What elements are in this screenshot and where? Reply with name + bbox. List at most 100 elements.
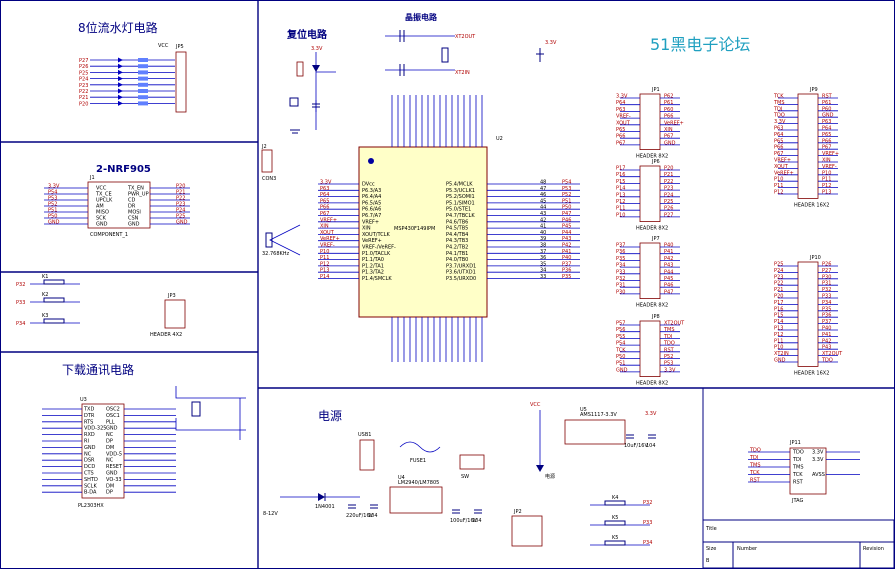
- header-net-left: P14: [616, 186, 625, 192]
- u5-part: AMS1117-3.3V: [580, 412, 617, 418]
- mcu-right-pin: P4.2/TB2: [446, 245, 468, 251]
- usb1-label: USB1: [358, 432, 371, 438]
- tb-size: Size: [706, 546, 716, 552]
- usb-pin-left: RI: [84, 439, 89, 445]
- header-net-right: XT2OUT: [822, 351, 843, 357]
- header-net-right: GND: [822, 113, 834, 119]
- mcu-right-pin: P5.3/UCLK1: [446, 188, 475, 194]
- mcu-right-pin: P5.1/SIMO1: [446, 200, 475, 206]
- mcu-left-pin: P1.2/TA1: [362, 263, 384, 269]
- header-net-left: P57: [616, 321, 625, 327]
- header-net-left: P22: [774, 281, 783, 287]
- mcu-right-pin: P4.1/TB1: [446, 251, 468, 257]
- led-resistor: [138, 82, 148, 87]
- key-label: K5: [612, 535, 618, 541]
- usb-pin-right: DP: [106, 490, 113, 496]
- mcu-left-net: VeREF+: [320, 236, 340, 242]
- nrf-net-left: 3.3V: [48, 184, 60, 190]
- nrf-net-right: P20: [176, 184, 185, 190]
- usb-pin-left: B-DA: [84, 490, 97, 496]
- mcu-right-num: 34: [540, 268, 546, 274]
- nrf-net-right: GND: [176, 220, 188, 226]
- jtag-pin: TDO: [792, 450, 804, 456]
- header-net-right: P40: [664, 243, 673, 249]
- mcu-left-pin: P1.1/TA0: [362, 257, 384, 263]
- header-net-left: P51: [616, 361, 625, 367]
- nrf-net-left: P50: [48, 214, 57, 220]
- header-net-left: GND: [616, 367, 628, 373]
- header-net-left: P11: [774, 338, 783, 344]
- header-net-right: P34: [822, 300, 831, 306]
- mcu-left-net: P65: [320, 198, 329, 204]
- svg-text:CON3: CON3: [262, 176, 276, 182]
- header-net-left: P12: [774, 190, 783, 196]
- header-net-left: P15: [774, 313, 783, 319]
- header-net-left: P64: [616, 100, 625, 106]
- header-net-right: P52: [664, 354, 673, 360]
- led-net: P20: [79, 101, 88, 107]
- nrf-part: COMPONENT_1: [90, 232, 128, 238]
- nrf-net-left: P53: [48, 196, 57, 202]
- header-net-right: P66: [822, 138, 831, 144]
- svg-text:JP10: JP10: [809, 255, 821, 261]
- mcu-right-net: P41: [562, 249, 571, 255]
- mcu-right-net: P46: [562, 217, 571, 223]
- header-net-right: RST: [822, 94, 833, 100]
- nrf-net-left: GND: [48, 220, 60, 226]
- header-net-left: P17: [616, 166, 625, 172]
- usb-pin-right: OSC1: [106, 413, 120, 419]
- tb-number: Number: [737, 546, 758, 552]
- header-net-left: P50: [616, 354, 625, 360]
- nrf-net-right: P22: [176, 196, 185, 202]
- nrf-pin-left: UPCLK: [96, 198, 113, 204]
- mcu-right-num: 46: [540, 192, 546, 198]
- header-net-right: P62: [664, 94, 673, 100]
- header-net-right: 3.3V: [664, 367, 676, 373]
- header-net-right: P43: [822, 345, 831, 351]
- jtag-pin: RST: [793, 480, 804, 486]
- usb-pin-right: GND: [106, 426, 118, 432]
- mcu-left-pin: P6.3/A3: [362, 188, 381, 194]
- led-diode: [118, 82, 123, 88]
- mcu-right-net: P45: [562, 224, 571, 230]
- header-net-left: P11: [774, 183, 783, 189]
- mcu-ref: U2: [496, 136, 503, 142]
- header-net-right: P46: [664, 283, 673, 289]
- mcu-u2: MSP430F149IPM U2 DVcc3.3VP6.3/A3P63P6.4/…: [318, 95, 580, 362]
- usb-pin-left: NC: [84, 451, 92, 457]
- header-net-left: P32: [616, 276, 625, 282]
- header-net-left: 3.3V: [616, 94, 628, 100]
- header-net-left: P24: [774, 268, 783, 274]
- header-net-right: P27: [664, 212, 673, 218]
- header-net-left: P65: [616, 127, 625, 133]
- mcu-right-num: 37: [540, 249, 546, 255]
- led-diode: [118, 63, 123, 69]
- mcu-right-net: P44: [562, 230, 571, 236]
- nrf-ref: J1: [89, 175, 95, 181]
- jtag-net: TDO: [749, 448, 761, 454]
- led-resistor: [138, 89, 148, 93]
- usb-pin-right: DM: [106, 445, 114, 451]
- header-net-right: P67: [664, 134, 673, 140]
- mcu-left-net: P14: [320, 274, 329, 280]
- svg-text:HEADER 16X2: HEADER 16X2: [794, 202, 829, 208]
- mcu-right-pin: P3.6/UTXD1: [446, 270, 476, 276]
- svg-text:32.768KHz: 32.768KHz: [262, 251, 290, 257]
- mcu-right-pin: P4.4/TB4: [446, 232, 468, 238]
- mcu-left-net: P10: [320, 249, 329, 255]
- header-net-right: P13: [822, 190, 831, 196]
- title-block: Title Size B Number Revision: [702, 519, 895, 569]
- header-net-left: P10: [616, 212, 625, 218]
- nrf-module: COMPONENT_1 J1 VCC3.3VTX_CEP54UPCLKP53AM…: [44, 175, 190, 238]
- usb-pin-left: TXD: [83, 407, 94, 413]
- svg-text:3.3V: 3.3V: [311, 46, 323, 52]
- header-net-left: P17: [774, 300, 783, 306]
- svg-text:J2: J2: [261, 144, 267, 150]
- mcu-right-num: 41: [540, 224, 546, 230]
- nrf-pin-left: TX_CE: [95, 192, 112, 198]
- nrf-net-right: P24: [176, 208, 185, 214]
- jtag-pin-right: 3.3V: [812, 450, 824, 456]
- header-net-right: P53: [664, 361, 673, 367]
- led-header-jp5: JP5: [175, 44, 187, 113]
